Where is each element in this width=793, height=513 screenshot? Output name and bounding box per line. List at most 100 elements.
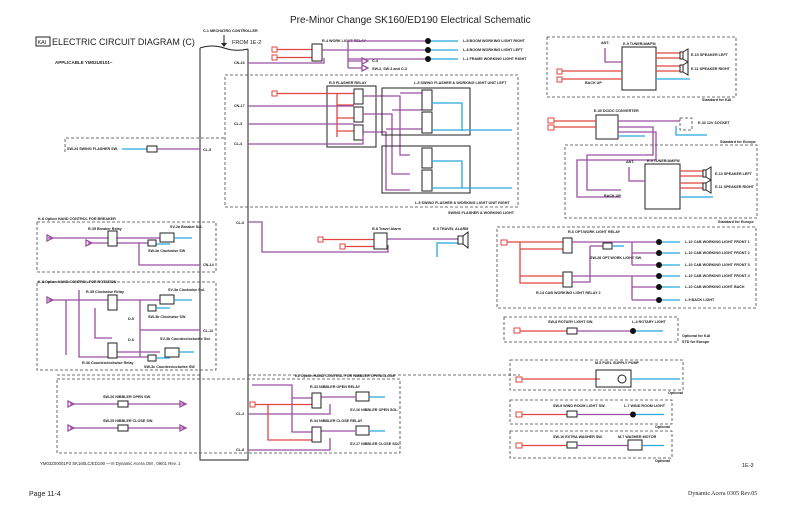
std-kai-label: Standard for KAI	[702, 98, 731, 102]
connector-cn14: CN-14	[203, 263, 215, 267]
room-circuit: SW-9 WIND ROOM LIGHT SW. L-7 WIND ROOM L…	[515, 404, 670, 429]
connector-cl3: CL-3	[234, 122, 242, 126]
room-switch	[566, 410, 578, 418]
rotation-circuit: K-8 Option HAND CONTROL FOR ROTATION R-3…	[38, 280, 211, 369]
nibbler-open-switch	[117, 400, 129, 408]
ant-label: ANT.	[601, 41, 609, 45]
motor-icon	[617, 374, 627, 384]
washer-circuit: SW-10 EXTRA WASHER SW. M-7 WASHER MOTOR …	[515, 435, 670, 463]
flasher-relay-label: R-5 FLASHER RELAY	[329, 81, 367, 85]
connector-cl8: CL-8	[236, 448, 244, 452]
rotation-group	[36, 281, 217, 371]
cab-light-front1-label: L-10 CAB WORKING LIGHT FRONT 1	[685, 240, 750, 244]
breaker-circuit: K-8 Option HAND CONTROL FOR BREAKER R-35…	[38, 217, 203, 266]
work-light-relay-label: R-4 WORK LIGHT RELAY	[322, 39, 366, 43]
nibbler-group	[56, 378, 401, 454]
connector-cl12: CL-12	[203, 329, 213, 333]
cab-light-front3-label: L-10 CAB WORKING LIGHT FRONT 3	[685, 263, 750, 267]
c4-label: C-4	[372, 59, 379, 63]
ccw-relay	[107, 342, 118, 359]
sheet-number: 1E-3	[742, 463, 754, 469]
rotary-opt1-label: Optional for KAI	[682, 334, 710, 338]
nibbler-group-label: K4 Option HAND CONTROL FOR NIBBLER OPEN/…	[295, 374, 395, 378]
travel-alarm-label: E-3 TRAVEL ALARM	[433, 227, 468, 231]
socket-label: E-33 12V SOCKET	[698, 121, 731, 125]
room-group	[509, 399, 673, 425]
kai-badge-box	[35, 36, 51, 47]
ccw-sol-label: SV-3b Counterclockwise Sol.	[160, 337, 211, 341]
breaker-relay	[107, 230, 118, 247]
nibbler-close-relay	[311, 426, 322, 443]
breaker-group-label: K-8 Option HAND CONTROL FOR BREAKER	[38, 217, 116, 221]
nibbler-open-relay	[311, 392, 322, 409]
work-light-circuit: R-4 WORK LIGHT RELAY L-8 BOOM WORKING LI…	[248, 38, 527, 73]
d6-label: D-6	[128, 338, 134, 342]
flasher-group-label: SWING FLASHER & WORKING LIGHT	[448, 211, 515, 215]
washer-optional-label: Optional	[655, 459, 670, 463]
backup-label: BACK UP	[585, 81, 602, 85]
nibbler-open-relay-label: R-33 NIBBLER OPEN RELAY	[310, 385, 361, 389]
rotary-group	[503, 316, 679, 343]
ccw-solenoid	[164, 347, 180, 358]
radio-kai-group	[546, 36, 737, 98]
speaker-icon	[457, 230, 469, 250]
speaker-icon	[679, 48, 689, 76]
std-europe-label: Standard for Europe	[720, 140, 756, 144]
washer-motor	[627, 439, 643, 451]
flasher-unit-right-label: L-5 SWING FLASHER & WORKING LIGHT UNIT R…	[415, 201, 510, 205]
fuel-circuit: M-5 FUEL SUPPLY PUMP Optional	[515, 361, 683, 395]
swing-flasher-switch	[146, 145, 158, 153]
flasher-relay	[326, 85, 377, 148]
radio-kai-circuit: E-9 TUNER/AM/FM ANT. BACK UP E-10 SPEAKE…	[556, 41, 731, 102]
room-optional-label: Optional	[655, 425, 670, 429]
radio-europe-circuit: Standard for Europe E-9 TUNER/AM/FM ANT.…	[604, 140, 756, 210]
cab-sw-label: SW-28 OPT.WORK LIGHT SW.	[590, 256, 642, 260]
ant2-label: ANT.	[626, 160, 634, 164]
cab-light-front4-label: L-10 CAB WORKING LIGHT FRONT 4	[685, 274, 751, 278]
breaker-solenoid	[159, 232, 175, 243]
washer-motor-label: M-7 WASHER MOTOR	[618, 435, 657, 439]
nibbler-circuit: K4 Option HAND CONTROL FOR NIBBLER OPEN/…	[67, 374, 401, 451]
nibbler-close-switch	[117, 424, 129, 432]
connector-cl4: CL-4	[234, 142, 243, 146]
rotary-switch	[566, 327, 578, 335]
converter-label: E-30 DC/DC CONVERTER	[594, 109, 639, 113]
frame-light-right-label: L-1 FRAME WORKING LIGHT RIGHT	[463, 57, 527, 61]
tuner2-box	[644, 163, 681, 210]
breaker-sw-label: SW-2a Clockwise SW	[148, 249, 186, 253]
cab-light-circuit: Standard for Europe R-6 OPT.WORK LIGHT R…	[500, 220, 754, 303]
dc-converter-box	[595, 114, 619, 140]
backup2-label: BACK UP	[604, 194, 621, 198]
cab-relay2-label: R-14 CAB WORKING LIGHT RELAY 2	[536, 291, 601, 295]
swing-flasher-switch-label: SW-24 SWING FLASHER SW.	[67, 147, 118, 151]
cw-solenoid	[159, 294, 175, 305]
nibbler-close-sw-label: SW-25 NIBBLER CLOSE SW.	[103, 419, 153, 423]
connector-cn17: CN-17	[234, 104, 245, 108]
cab-lamps	[656, 239, 662, 303]
nibbler-close-sol-label: SV-17 NIBBLER CLOSE SOL.	[350, 442, 401, 446]
from-label: FROM 1E-2	[232, 40, 261, 46]
swing-flasher-group	[224, 74, 519, 208]
cw-sw-label: SW-3b Clockwise SW	[148, 315, 186, 319]
d5-label: D-5	[128, 317, 134, 321]
back-light-label: L-9 BACK LIGHT	[685, 298, 715, 302]
diagram-title: ELECTRIC CIRCUIT DIAGRAM (C)	[52, 37, 195, 47]
connector-cl2: CL-2	[236, 412, 244, 416]
tuner-label: E-9 TUNER/AM/FM	[623, 42, 656, 46]
room-light-label: L-7 WIND ROOM LIGHT	[624, 404, 666, 408]
cab-light-back-label: L-10 CAB WORKING LIGHT BACK	[685, 285, 745, 289]
speaker-icon	[702, 166, 712, 194]
breaker-group	[36, 221, 217, 273]
socket-box	[679, 117, 693, 131]
boom-light-left-label: L-8 BOOM WORKING LIGHT LEFT	[463, 48, 523, 52]
cw-relay-label: R-35 Clockwise Relay	[86, 290, 125, 294]
doc-reference: YM03Z00001P3 SK160LC/ED190 —VI Dynamic A…	[40, 461, 181, 466]
washer-group	[509, 430, 673, 459]
rotary-sw-label: SW-8 ROTARY LIGHT SW.	[548, 320, 593, 324]
ccw-relay-label: R-36 Counterclockwise Relay	[82, 361, 134, 365]
speaker-right2-label: E-11 SPEAKER RIGHT	[715, 185, 755, 189]
cab-relay-2	[562, 271, 573, 288]
rotary-circuit: SW-8 ROTARY LIGHT SW. L-4 ROTARY LIGHT O…	[513, 320, 710, 344]
flasher-unit-left-label: L-5 SWING FLASHER & WORKING LIGHT UNIT L…	[414, 81, 507, 85]
